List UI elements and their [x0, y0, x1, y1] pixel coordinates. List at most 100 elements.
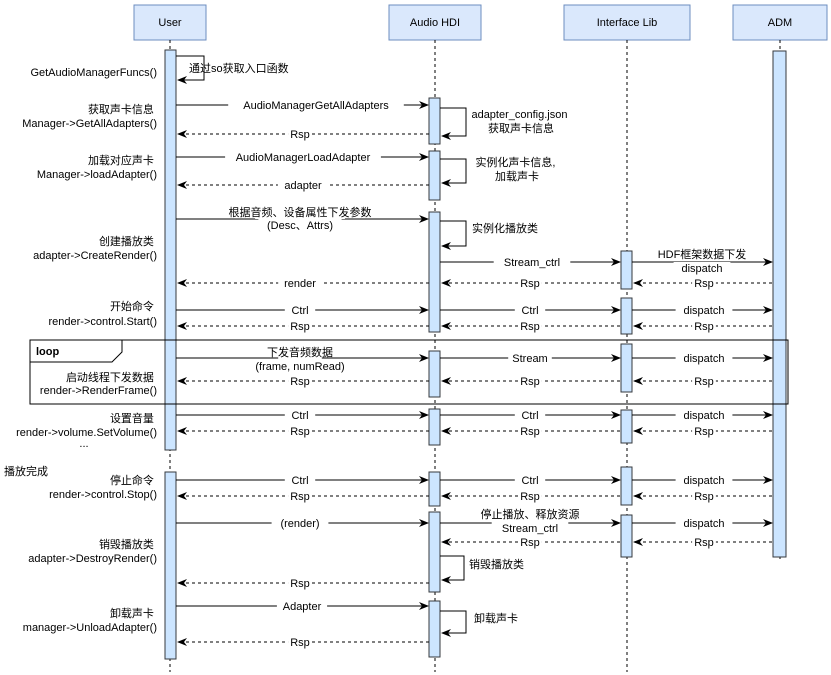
- message-label: Stream_ctrl: [504, 257, 560, 269]
- message-label-bg: [675, 304, 733, 317]
- step-line: GetAudioManagerFuncs(): [30, 67, 157, 79]
- message-label: Rsp: [520, 376, 540, 388]
- message-label-bg: [288, 128, 312, 141]
- participant-audio-hdi-label: Audio HDI: [410, 17, 460, 29]
- message-label: Ctrl: [291, 475, 308, 487]
- message-label-bg: [288, 375, 312, 388]
- message-label: Rsp: [520, 278, 540, 290]
- message-label: AudioManagerLoadAdapter: [236, 152, 371, 164]
- message-label-bg: [284, 409, 316, 422]
- message-label-bg: [692, 277, 716, 290]
- self-call-note: 实例化声卡信息, 加载声卡: [475, 155, 558, 183]
- step-line: 播放完成: [4, 464, 48, 478]
- message-label-bg: [508, 352, 552, 365]
- message-label-bg: [288, 636, 312, 649]
- participant-audio-hdi: Audio HDI: [388, 4, 482, 41]
- message-label: dispatch: [684, 305, 725, 317]
- note-line: 实例化声卡信息,: [475, 155, 555, 169]
- step-line: 创建播放类: [99, 234, 154, 248]
- message-label-bg: [288, 490, 312, 503]
- step-line: 停止命令: [110, 473, 154, 487]
- message-label: Rsp: [694, 426, 714, 438]
- message-label-bg: [288, 320, 312, 333]
- message-label-bg: [518, 536, 542, 549]
- message-label: 根据音频、设备属性下发参数: [229, 205, 372, 219]
- message-label-bg: [518, 425, 542, 438]
- message-label-bg: [518, 277, 542, 290]
- step-line: render->RenderFrame(): [40, 385, 157, 397]
- message-label: dispatch: [684, 518, 725, 530]
- loop-frame: [29, 339, 789, 405]
- note-line: 销毁播放类: [469, 557, 524, 571]
- activation-hdi-6: [428, 471, 441, 507]
- message-label-bg: [675, 517, 733, 530]
- step-label: 销毁播放类 adapter->DestroyRender(): [28, 537, 157, 565]
- note-line: 加载声卡: [495, 169, 539, 183]
- participant-interface-lib-label: Interface Lib: [597, 17, 658, 29]
- self-call-arrow: [440, 158, 467, 187]
- message-label: adapter: [284, 180, 322, 192]
- self-call-arrow: [440, 220, 467, 250]
- participant-adm: ADM: [732, 4, 828, 41]
- self-call-note: adapter_config.json 获取声卡信息: [471, 109, 570, 135]
- message-label: dispatch: [684, 475, 725, 487]
- step-label: 创建播放类 adapter->CreateRender(): [33, 234, 157, 262]
- messages: AudioManagerGetAllAdaptersRspAudioManage…: [176, 99, 773, 649]
- step-label: 启动线程下发数据 render->RenderFrame(): [40, 370, 157, 397]
- message-label-bg: [673, 262, 731, 275]
- message-label: (frame, numRead): [255, 361, 344, 373]
- message-label-bg: [271, 517, 329, 530]
- message-label-bg: [288, 425, 312, 438]
- self-call-arrow: [440, 555, 465, 584]
- activation-lib-6: [620, 514, 633, 558]
- participant-user: User: [133, 4, 207, 41]
- message-label: Rsp: [694, 278, 714, 290]
- step-line: 设置音量: [110, 411, 154, 425]
- step-label: 设置音量 render->volume.SetVolume(): [16, 411, 157, 439]
- participant-user-label: User: [158, 17, 182, 29]
- step-line: render->volume.SetVolume(): [16, 427, 157, 439]
- message-label: 下发音频数据: [267, 345, 333, 359]
- activation-hdi-5: [428, 408, 441, 446]
- message-label-bg: [245, 360, 355, 373]
- note-line: 获取声卡信息: [488, 121, 554, 135]
- step-label: 加载对应声卡 Manager->loadAdapter(): [37, 153, 157, 181]
- participant-adm-label: ADM: [768, 17, 792, 29]
- activation-bars: [164, 49, 787, 660]
- message-label-bg: [514, 474, 546, 487]
- step-line: render->control.Stop(): [49, 489, 157, 501]
- message-label: HDF框架数据下发: [658, 247, 747, 261]
- message-label: Rsp: [520, 537, 540, 549]
- activation-lib-3: [620, 343, 633, 393]
- step-line: 获取声卡信息: [88, 102, 154, 116]
- step-line: 加载对应声卡: [88, 153, 154, 167]
- loop-tab: [30, 339, 123, 363]
- step-label: ...: [79, 438, 88, 450]
- message-label: Ctrl: [521, 410, 538, 422]
- message-label: Ctrl: [291, 305, 308, 317]
- message-label-bg: [278, 346, 322, 359]
- activation-hdi-3: [428, 211, 441, 333]
- message-label-bg: [255, 206, 345, 219]
- self-call-arrow: [440, 610, 467, 637]
- step-line: 卸载声卡: [110, 606, 154, 620]
- activation-adm: [772, 50, 787, 558]
- step-label: 播放完成: [4, 464, 48, 478]
- message-label: Stream_ctrl: [502, 523, 558, 535]
- message-label: Ctrl: [291, 410, 308, 422]
- step-line: render->control.Start(): [48, 316, 157, 328]
- message-label-bg: [284, 474, 316, 487]
- message-label-bg: [278, 277, 322, 290]
- step-label: 卸载声卡 manager->UnloadAdapter(): [23, 606, 157, 634]
- message-label-bg: [518, 490, 542, 503]
- message-label-bg: [692, 490, 716, 503]
- step-labels: GetAudioManagerFuncs() 获取声卡信息 Manager->G…: [4, 67, 157, 634]
- message-label: Stream: [512, 353, 547, 365]
- message-label-bg: [491, 522, 569, 535]
- activation-hdi-1: [428, 97, 441, 145]
- message-label-bg: [228, 99, 404, 112]
- note-line: 卸载声卡: [474, 611, 518, 625]
- step-line: adapter->CreateRender(): [33, 250, 157, 262]
- message-label-bg: [692, 320, 716, 333]
- message-label: Rsp: [520, 426, 540, 438]
